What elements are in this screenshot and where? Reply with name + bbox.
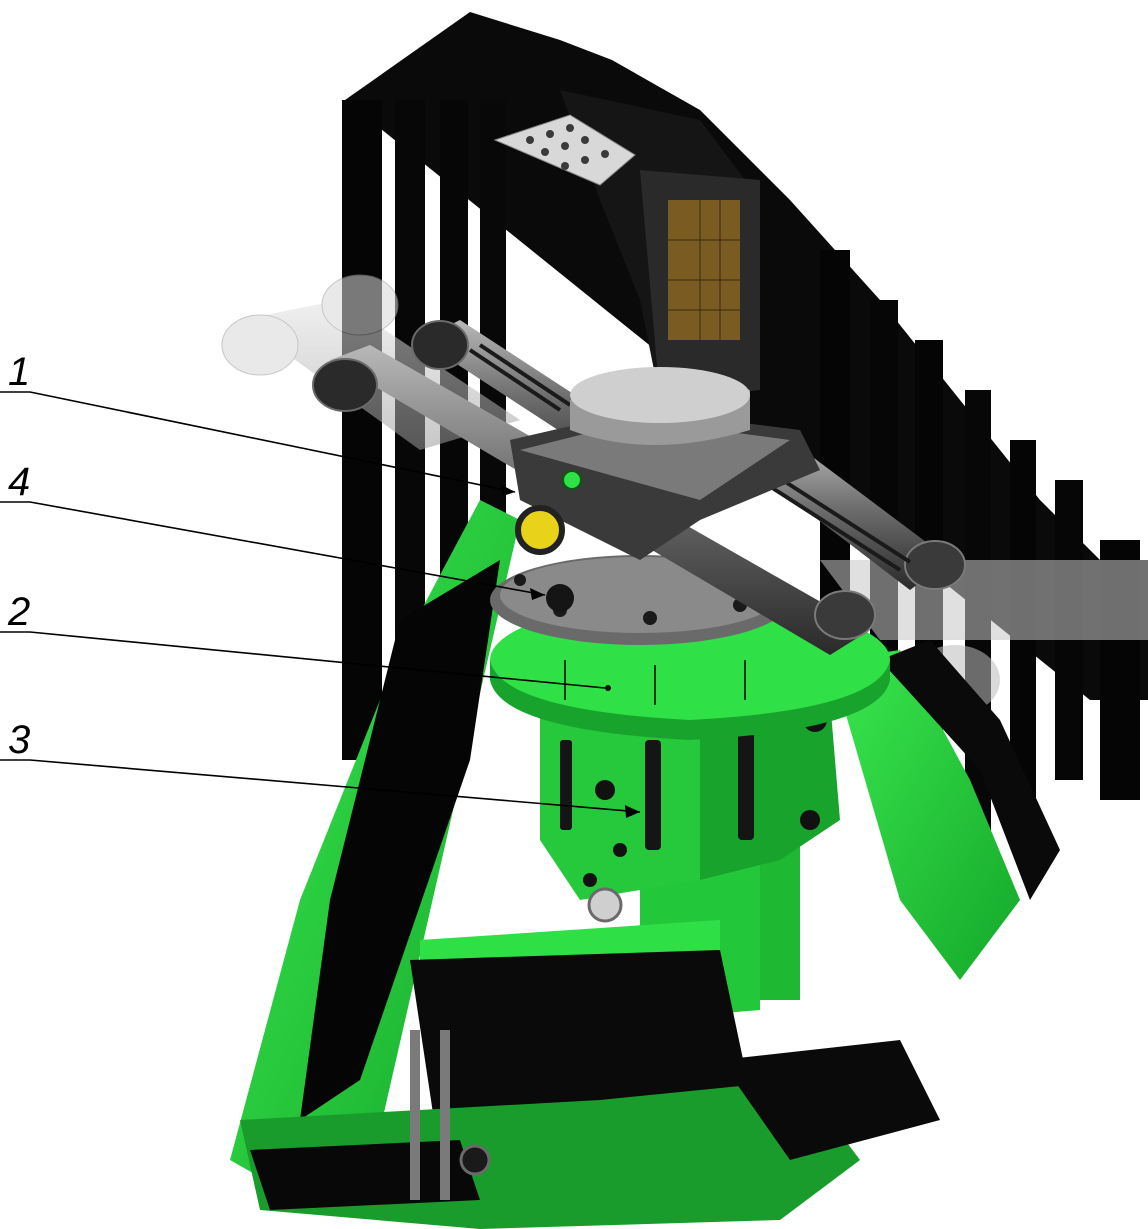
leader-4 — [29, 501, 546, 596]
carriage-assembly — [312, 320, 966, 655]
leader-1 — [29, 391, 516, 493]
mounting-bracket — [540, 700, 840, 923]
bolt — [645, 740, 661, 850]
base-post — [410, 1030, 420, 1200]
green-screw — [562, 470, 582, 490]
base-post — [440, 1030, 450, 1200]
callout-label-2: 2 — [7, 590, 30, 634]
cage-bar — [480, 100, 506, 570]
sensor-housing — [493, 90, 760, 400]
frame-leg-right — [830, 650, 1020, 980]
leader-3 — [29, 759, 641, 813]
callout-label-3: 3 — [8, 718, 30, 762]
yellow-indicator — [515, 505, 565, 555]
callout-label-1: 1 — [8, 350, 30, 394]
leader-2 — [29, 631, 606, 689]
bolt — [560, 740, 572, 830]
callout-leaders — [0, 391, 641, 813]
bolt — [738, 730, 754, 840]
cage-bar — [342, 100, 382, 760]
frame-leg-left-shadow — [300, 560, 500, 1120]
callout-label-4: 4 — [8, 460, 30, 504]
nut — [587, 887, 623, 923]
sensor-panel — [668, 200, 740, 340]
base-bolt — [459, 1144, 491, 1176]
black-knob — [546, 584, 574, 612]
